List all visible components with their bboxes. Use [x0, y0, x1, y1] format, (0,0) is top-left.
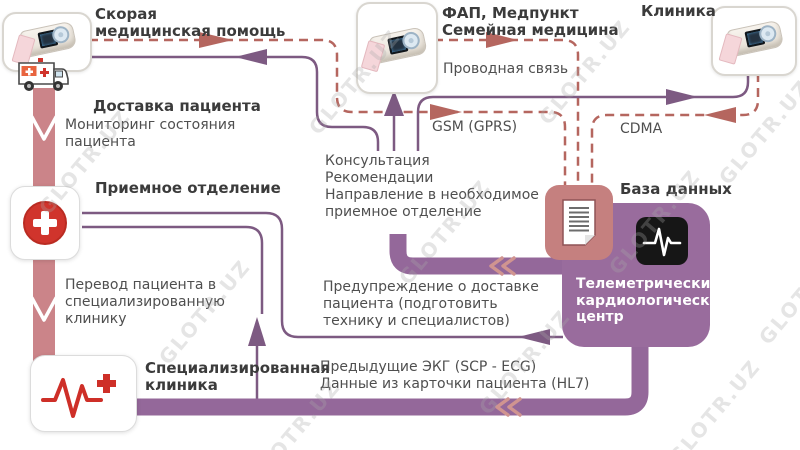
- arrow-left-icon: [235, 49, 267, 65]
- left-chevron-icon: [501, 256, 516, 276]
- document-icon: [562, 199, 596, 246]
- arrow-right-icon: [430, 104, 462, 120]
- consultation-pipe: [389, 234, 566, 275]
- ecg-device-icon: [718, 17, 785, 65]
- telemetry-center-title: Телеметрический кардиологический центр: [576, 276, 730, 325]
- feedback-ambulance-line: [77, 55, 380, 151]
- wired-line: [434, 38, 580, 186]
- ecg-monitor-icon: [636, 217, 688, 265]
- device-paper: [718, 33, 743, 65]
- arrow-up-icon: [248, 317, 266, 346]
- wired-label: Проводная связь: [443, 61, 569, 77]
- delivery-label: Доставка пациента: [93, 97, 261, 115]
- ambulance-ecg-device-card: [2, 12, 92, 72]
- arrow-up-icon: [384, 90, 404, 116]
- left-chevron-icon: [507, 397, 522, 417]
- specialized-clinic-box: [30, 355, 137, 432]
- left-chevron-icon: [495, 397, 510, 417]
- warning-line: [82, 211, 563, 339]
- clinic-ecg-device-card: [711, 6, 797, 76]
- admission-department-box: [10, 186, 80, 260]
- arrow-right-icon: [666, 89, 698, 105]
- ecg-device-icon: [360, 24, 428, 73]
- gsm-label: GSM (GPRS): [432, 119, 518, 135]
- clinic-title: Клиника: [641, 2, 716, 20]
- database-title: База данных: [620, 180, 732, 198]
- fap-ecg-device-card: [356, 2, 438, 94]
- prev-ecg-label: Предыдущие ЭКГ (SCP - ECG)Данные из карт…: [320, 359, 590, 392]
- down-chevron-icon: [30, 296, 58, 322]
- down-chevron-icon: [30, 115, 58, 141]
- feedback-clinic-line: [416, 71, 750, 151]
- arrow-left-icon: [518, 329, 550, 345]
- ecg-trace: [642, 227, 682, 257]
- cdma-line: [590, 73, 760, 186]
- cdma-label: CDMA: [620, 121, 663, 137]
- database-box: [545, 185, 613, 260]
- hospital-cross-icon: [23, 201, 67, 245]
- arrow-right-icon: [486, 32, 518, 48]
- cross-icon: [97, 374, 116, 393]
- arrow-left-icon: [704, 107, 736, 123]
- arrow-right-icon: [199, 32, 233, 48]
- device-paper: [360, 40, 386, 73]
- ecg-heartbeat-icon: [41, 374, 116, 418]
- data-to-admission-line: [82, 225, 264, 314]
- ecg-data-pipe: [136, 346, 649, 416]
- admission-title: Приемное отделение: [95, 179, 281, 197]
- left-chevron-icon: [489, 256, 504, 276]
- ambulance-icon: [18, 58, 69, 91]
- gsm-line: [74, 38, 567, 186]
